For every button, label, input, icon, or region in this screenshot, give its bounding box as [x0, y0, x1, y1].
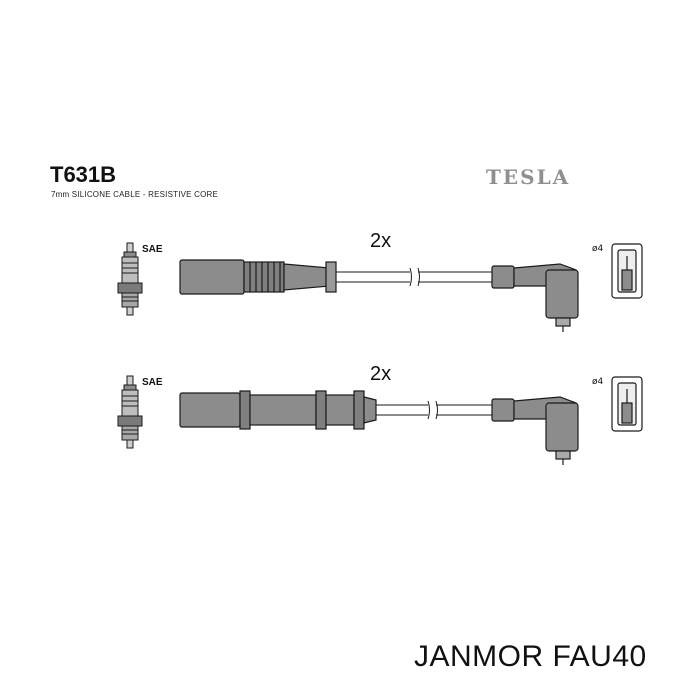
plug-boot [179, 390, 377, 430]
brand-logo: TESLA [486, 165, 571, 189]
cable [376, 400, 492, 420]
lead-1-quantity: 2x [370, 230, 392, 252]
lead-1-terminal-size: ø4 [592, 244, 604, 254]
cable-spec: 7mm SILICONE CABLE - RESISTIVE CORE [51, 190, 219, 199]
spark-plug-icon [117, 375, 143, 449]
product-caption: JANMOR FAU40 [414, 640, 647, 673]
lead-2 [117, 375, 643, 465]
coil-boot [491, 263, 579, 332]
plug-boot [179, 259, 337, 295]
terminal-icon [611, 376, 643, 432]
lead-2-quantity: 2x [370, 363, 392, 385]
lead-2-terminal-size: ø4 [592, 377, 604, 387]
spark-plug-icon [117, 242, 143, 316]
lead-1 [117, 242, 643, 332]
lead-2-plug-standard: SAE [142, 377, 163, 388]
terminal-icon [611, 243, 643, 299]
part-code: T631B [50, 162, 117, 187]
lead-1-plug-standard: SAE [142, 244, 163, 255]
coil-boot [491, 396, 579, 465]
cable [336, 267, 492, 287]
